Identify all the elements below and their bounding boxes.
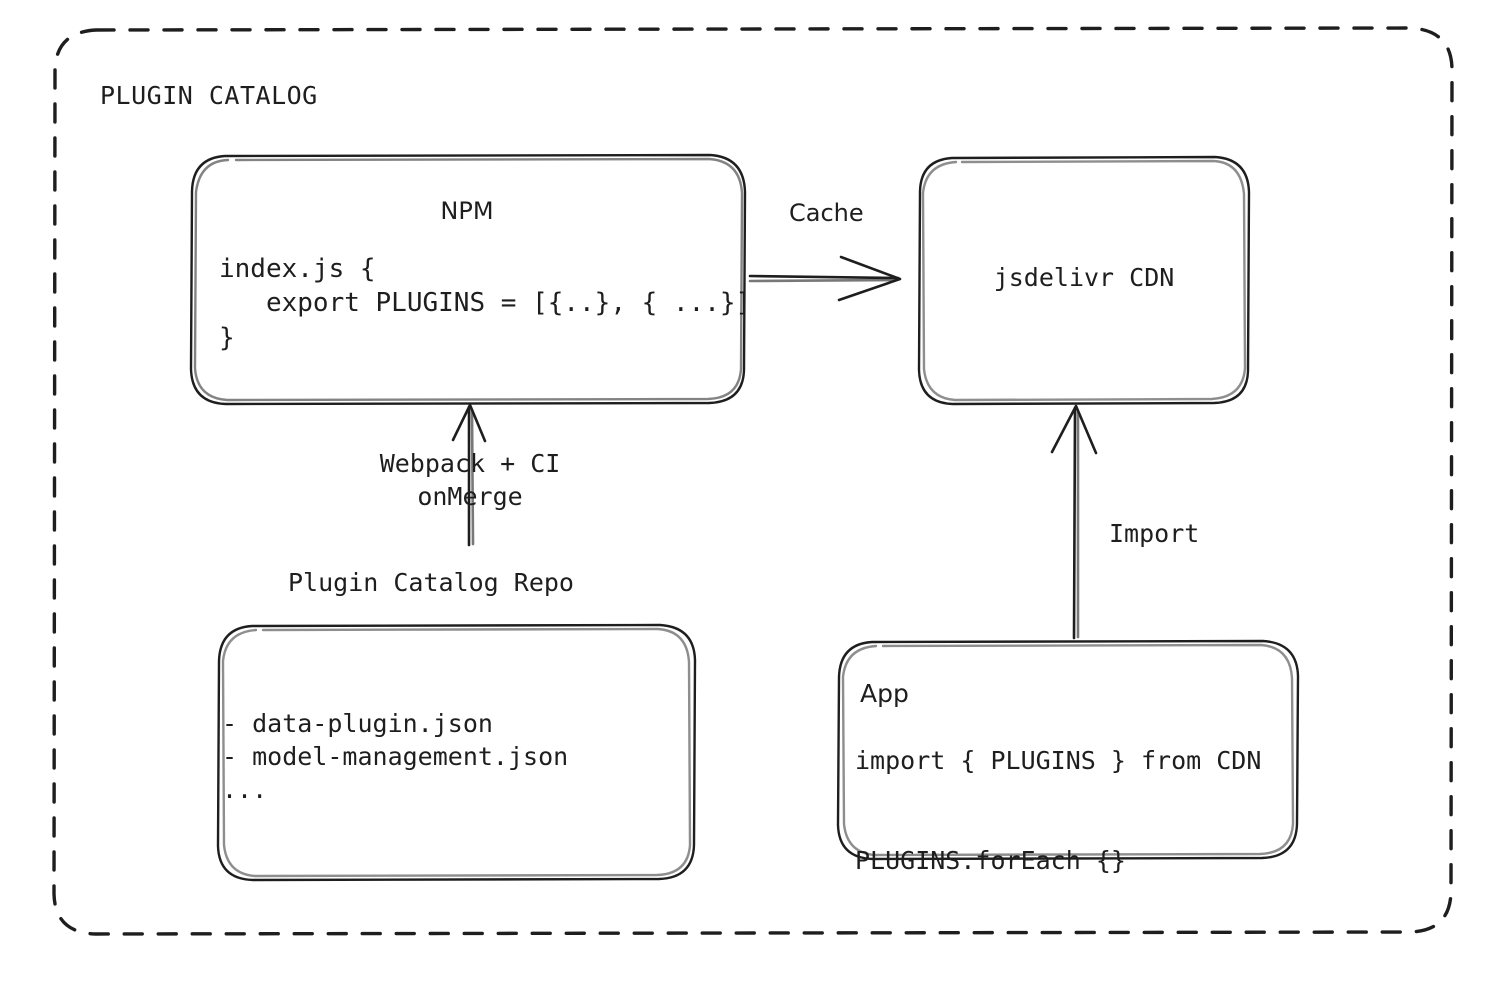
group-title: PLUGIN CATALOG <box>100 81 318 110</box>
app-node-title: App <box>860 679 909 708</box>
cdn-box-outline <box>917 155 1251 406</box>
edge-import-arrow <box>1050 404 1098 640</box>
edge-cache-arrow <box>748 255 902 302</box>
edge-label-build: Webpack + CI onMerge <box>379 449 561 512</box>
npm-node-title: NPM <box>440 197 494 225</box>
app-box-outline <box>836 639 1300 861</box>
npm-box-outline <box>189 153 747 406</box>
cdn-node-title: jsdelivr CDN <box>993 263 1175 292</box>
app-node-code: import { PLUGINS } from CDN PLUGINS.forE… <box>855 746 1262 875</box>
group-container-dashed-border <box>52 26 1454 936</box>
npm-node-code: index.js { export PLUGINS = [{..}, { ...… <box>219 254 752 353</box>
edge-label-import: Import <box>1109 519 1200 548</box>
repo-node-caption: Plugin Catalog Repo <box>288 568 574 597</box>
repo-node-file-list: - data-plugin.json - model-management.js… <box>222 709 569 804</box>
edge-build-arrow <box>451 403 487 547</box>
edge-label-cache: Cache <box>789 199 864 227</box>
repo-box-outline <box>216 623 697 882</box>
